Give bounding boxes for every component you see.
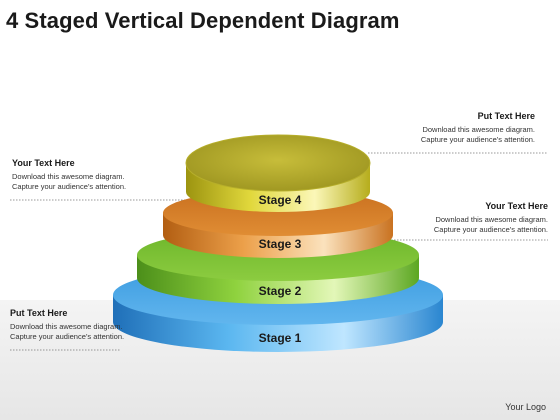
callout-text-line: Capture your audience’s attention. xyxy=(420,135,535,144)
callout-left-upper: Your Text Here Download this awesome dia… xyxy=(12,158,126,192)
stage-4-label: Stage 4 xyxy=(259,193,302,207)
callout-text-line: Download this awesome diagram. xyxy=(12,172,125,181)
callout-text-line: Download this awesome diagram. xyxy=(10,322,123,331)
callout-right-mid: Your Text Here Download this awesome dia… xyxy=(434,201,548,235)
callout-heading: Your Text Here xyxy=(12,158,75,168)
callout-text-line: Capture your audience’s attention. xyxy=(12,182,127,191)
stage-1-label: Stage 1 xyxy=(259,331,302,345)
callout-text-line: Capture your audience’s attention. xyxy=(10,332,125,341)
callout-left-lower: Put Text Here Download this awesome diag… xyxy=(10,308,124,342)
stage-2-label: Stage 2 xyxy=(259,284,302,298)
stage-4-disc xyxy=(185,134,371,212)
callout-heading: Put Text Here xyxy=(10,308,68,318)
page-title: 4 Staged Vertical Dependent Diagram xyxy=(6,8,400,33)
callout-top-right: Put Text Here Download this awesome diag… xyxy=(421,111,535,145)
callout-text-line: Download this awesome diagram. xyxy=(422,125,535,134)
callout-text-line: Download this awesome diagram. xyxy=(435,215,548,224)
callout-heading: Your Text Here xyxy=(485,201,548,211)
callout-heading: Put Text Here xyxy=(477,111,535,121)
logo-text: Your Logo xyxy=(505,402,546,412)
callout-text-line: Capture your audience’s attention. xyxy=(433,225,548,234)
stage-3-label: Stage 3 xyxy=(259,237,302,251)
